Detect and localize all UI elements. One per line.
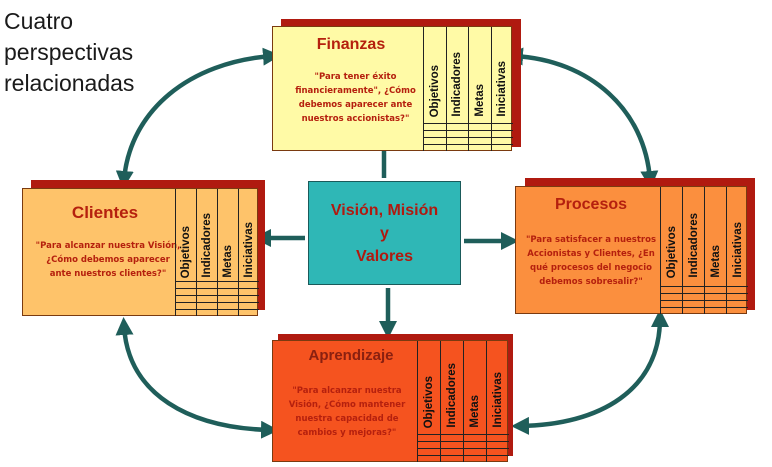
procesos-col-objetivos: Objetivos [660,187,682,314]
aprendizaje-table: Objetivos Indicadores Metas Iniciativas [417,341,509,462]
finanzas-table-rows [423,123,513,151]
finanzas-table: Objetivos Indicadores Metas Iniciativas [423,27,513,151]
title-line-2: perspectivas [4,39,134,65]
procesos-col-metas: Metas [704,187,726,314]
card-procesos: Procesos "Para satisfacer a nuestros Acc… [515,186,748,314]
clientes-col-objetivos: Objetivos [175,189,196,316]
aprendizaje-col-objetivos: Objetivos [417,341,440,462]
procesos-table: Objetivos Indicadores Metas Iniciativas [660,187,748,314]
card-finanzas: Finanzas "Para tener éxito financieramen… [272,26,513,151]
aprendizaje-col-indicadores: Indicadores [440,341,463,462]
finanzas-quote: "Para tener éxito financieramente", ¿Cóm… [295,72,416,124]
procesos-col-iniciativas: Iniciativas [726,187,748,314]
finanzas-col-metas: Metas [468,27,491,151]
arrow-clientes-aprendizaje [115,317,279,439]
finanzas-col-indicadores: Indicadores [445,27,469,151]
center-vision-box: Visión, Misión y Valores [308,181,461,285]
procesos-col-indicadores: Indicadores [682,187,704,314]
clientes-table: Objetivos Indicadores Metas Iniciativas [175,189,259,316]
card-aprendizaje: Aprendizaje "Para alcanzar nuestra Visió… [272,340,509,462]
arrow-procesos-aprendizaje [511,309,669,435]
finanzas-title: Finanzas [316,36,386,53]
aprendizaje-col-iniciativas: Iniciativas [486,341,509,462]
arrow-finanzas-clientes [115,47,281,189]
procesos-quote: "Para satisfacer a nuestros Accionistas … [525,235,657,287]
arrow-finanzas-procesos [505,47,659,189]
clientes-table-rows [175,281,259,316]
finanzas-col-iniciativas: Iniciativas [490,27,514,151]
aprendizaje-title: Aprendizaje [308,347,394,364]
procesos-title: Procesos [554,196,628,213]
clientes-col-metas: Metas [217,189,238,316]
center-line-1: Visión, Misión [330,201,439,219]
aprendizaje-quote: "Para alcanzar nuestra Visión, ¿Cómo man… [288,386,406,438]
clientes-quote: "Para alcanzar nuestra Visión, ¿Cómo deb… [35,241,181,279]
center-line-3: Valores [356,247,413,265]
title-line-3: relacionadas [4,70,135,96]
procesos-table-rows [660,286,748,314]
center-line-2: y [380,224,389,242]
card-clientes: Clientes "Para alcanzar nuestra Visión, … [22,188,259,316]
clientes-title: Clientes [71,203,139,222]
clientes-col-iniciativas: Iniciativas [238,189,259,316]
finanzas-col-objetivos: Objetivos [423,27,446,151]
clientes-col-indicadores: Indicadores [196,189,217,316]
page-title: Cuatro perspectivas relacionadas [4,6,204,99]
center-text: Visión, Misión y Valores [331,199,438,268]
aprendizaje-table-rows [417,434,509,462]
title-line-1: Cuatro [4,8,74,34]
aprendizaje-col-metas: Metas [463,341,486,462]
